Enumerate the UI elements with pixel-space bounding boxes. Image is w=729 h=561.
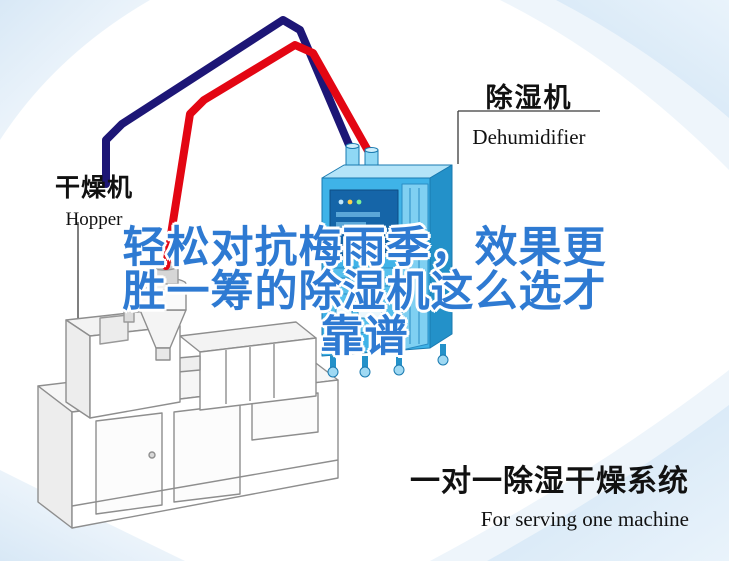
injection-molding-machine — [37, 309, 339, 529]
hopper-dryer — [123, 261, 187, 361]
caption-zh: 一对一除湿干燥系统 — [410, 465, 689, 498]
decor-bottom-left — [0, 470, 185, 561]
hoses — [102, 16, 375, 270]
navy-hose — [102, 16, 356, 188]
caption-en: For serving one machine — [480, 507, 689, 531]
decor-top-right — [556, 0, 729, 118]
hopper-label: 干燥机 Hopper — [50, 168, 138, 231]
leader-lines — [77, 110, 600, 318]
dehumidifier-label-en: Dehumidifier — [472, 125, 586, 149]
dehumidifier-label: 除湿机 Dehumidifier — [458, 76, 600, 150]
caster-wheel — [359, 366, 371, 378]
red-hose — [162, 41, 375, 270]
decor-bottom-right — [487, 405, 729, 561]
panel-dot-grid — [336, 236, 385, 248]
caster-wheel — [393, 364, 405, 376]
hopper-label-en: Hopper — [65, 209, 123, 230]
dehumidifier-label-zh: 除湿机 — [485, 83, 573, 113]
headline-line-2: 胜一筹的除湿机这么选才 — [122, 268, 607, 317]
headline-line-1: 轻松对抗梅雨季，效果更 — [122, 224, 607, 272]
decor-top-left — [0, 0, 150, 140]
caption: 一对一除湿干燥系统 For serving one machine — [410, 456, 689, 532]
hopper-label-zh: 干燥机 — [54, 174, 133, 202]
headline-line-3: 靠谱 — [320, 312, 409, 361]
headline: 轻松对抗梅雨季，效果更 胜一筹的除湿机这么选才 靠谱 — [0, 226, 729, 359]
caster-wheel — [437, 354, 449, 366]
caster-wheel — [327, 366, 339, 378]
dehumidifier-unit — [321, 143, 453, 378]
